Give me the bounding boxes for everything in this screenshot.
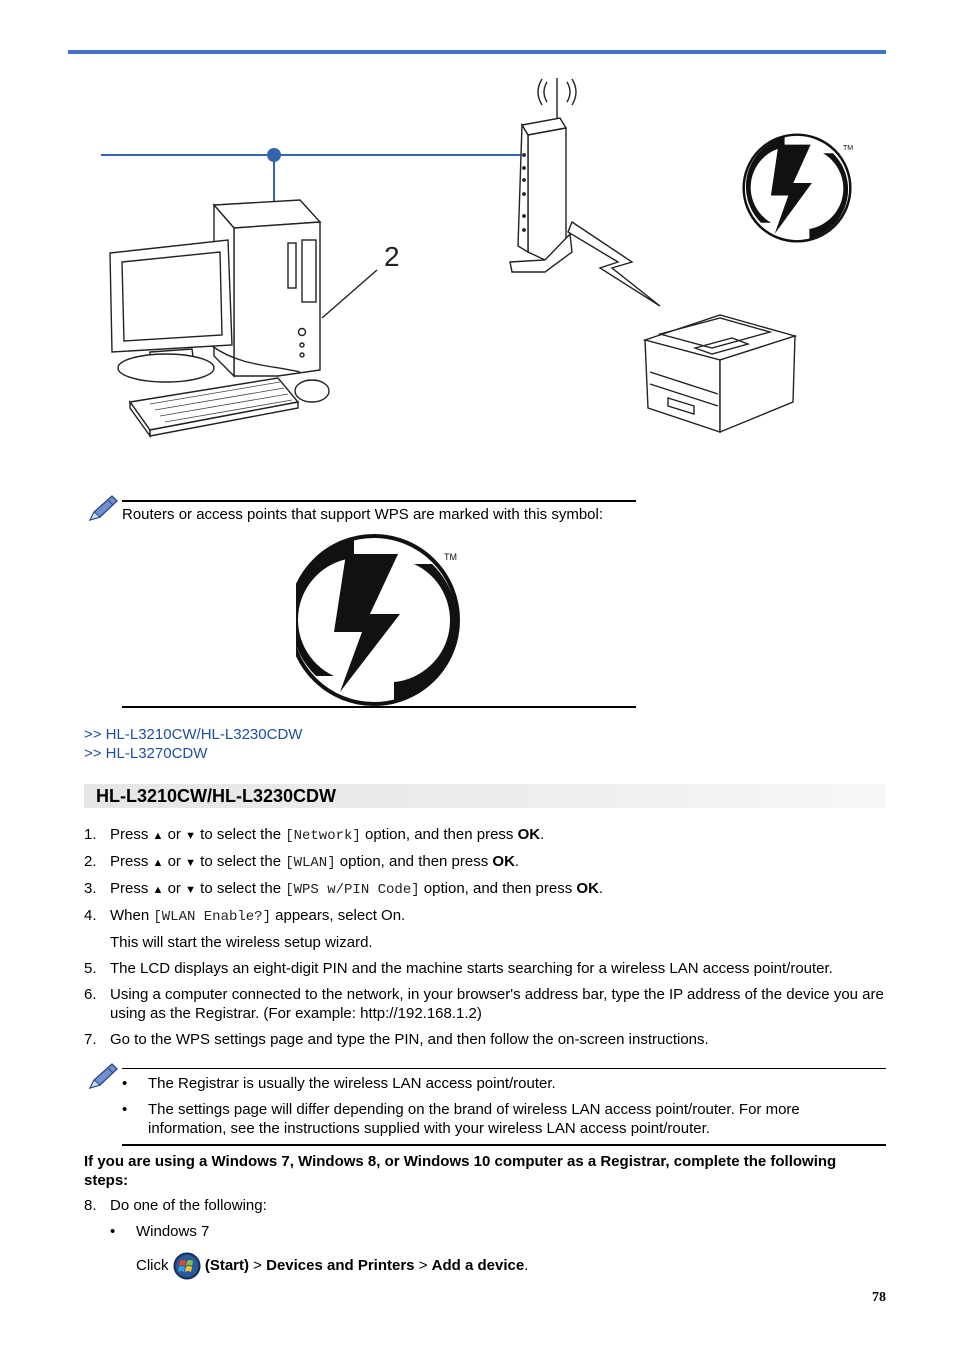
step-3: 3. Press ▲ or ▼ to select the [WPS w/PIN… <box>84 880 604 898</box>
wps-symbol-large-icon: TM <box>296 534 460 706</box>
router-icon <box>509 78 577 273</box>
add-device-label: Add a device <box>431 1256 525 1274</box>
step-number: 2. <box>84 853 97 870</box>
devices-and-printers-label: Devices and Printers <box>266 1256 415 1274</box>
step-2: 2. Press ▲ or ▼ to select the [WLAN] opt… <box>84 853 520 871</box>
ok-button-label: OK <box>517 826 541 843</box>
wireless-signal-icon <box>567 220 661 307</box>
up-arrow-icon: ▲ <box>152 830 164 842</box>
ok-button-label: OK <box>576 880 599 897</box>
up-arrow-icon: ▲ <box>152 884 164 896</box>
section-title: HL-L3210CW/HL-L3230CDW <box>96 786 337 806</box>
down-arrow-icon: ▼ <box>185 830 196 842</box>
link-hl-l3210cw[interactable]: >> HL-L3210CW/HL-L3230CDW <box>84 726 303 743</box>
step-4-subtext: This will start the wireless setup wizar… <box>110 934 373 951</box>
note2-bullet-2: • The settings page will differ dependin… <box>122 1101 800 1137</box>
printer-icon <box>642 314 798 434</box>
lcd-option: [WPS w/PIN Code] <box>285 882 420 898</box>
svg-text:TM: TM <box>444 552 457 562</box>
step-number: 1. <box>84 826 97 843</box>
step-number: 3. <box>84 880 97 897</box>
up-arrow-icon: ▲ <box>152 857 164 869</box>
step-number: 8. <box>84 1197 97 1214</box>
svg-text:TM: TM <box>843 145 853 152</box>
step-number: 6. <box>84 986 97 1003</box>
step-number: 7. <box>84 1031 97 1048</box>
note-wps-text: Routers or access points that support WP… <box>122 506 604 523</box>
note-pencil-icon <box>88 495 118 522</box>
note2-top-rule <box>122 1068 886 1069</box>
lcd-option: [WLAN Enable?] <box>153 909 271 925</box>
windows-registrar-heading: If you are using a Windows 7, Windows 8,… <box>84 1153 837 1189</box>
section-heading-bar <box>84 784 886 808</box>
monitor-icon <box>109 239 233 383</box>
wps-network-diagram: 2 TM <box>101 78 853 439</box>
note-top-rule <box>122 500 636 502</box>
link-hl-l3270cdw[interactable]: >> HL-L3270CDW <box>84 745 208 762</box>
ok-button-label: OK <box>492 853 515 870</box>
start-label: (Start) <box>204 1256 250 1274</box>
step-4: 4. When [WLAN Enable?] appears, select O… <box>84 906 886 951</box>
callout-number: 2 <box>384 241 400 272</box>
note-pencil-icon <box>88 1063 118 1090</box>
header-rule <box>68 50 886 54</box>
windows7-instruction: Click (Start) > Devices and Printers > A… <box>136 1252 528 1280</box>
windows-start-button-icon[interactable] <box>173 1252 201 1280</box>
page-number: 78 <box>872 1290 886 1305</box>
lcd-option: [Network] <box>285 828 361 844</box>
step-6: 6. Using a computer connected to the net… <box>84 986 884 1022</box>
down-arrow-icon: ▼ <box>185 857 196 869</box>
step-1: 1. Press ▲ or ▼ to select the [Network] … <box>84 826 545 844</box>
step-number: 4. <box>84 907 97 924</box>
down-arrow-icon: ▼ <box>185 884 196 896</box>
step-7: 7. Go to the WPS settings page and type … <box>84 1031 709 1048</box>
step-5: 5. The LCD displays an eight-digit PIN a… <box>84 960 833 977</box>
keyboard-icon <box>128 377 300 439</box>
mouse-icon <box>294 379 330 403</box>
note2-bottom-rule <box>122 1144 886 1146</box>
step-8: 8. Do one of the following: <box>84 1197 267 1214</box>
lcd-option: [WLAN] <box>285 855 336 871</box>
network-junction <box>267 148 281 162</box>
wps-symbol-small-icon <box>742 133 852 243</box>
step-number: 5. <box>84 960 97 977</box>
note-bottom-rule <box>122 706 636 708</box>
